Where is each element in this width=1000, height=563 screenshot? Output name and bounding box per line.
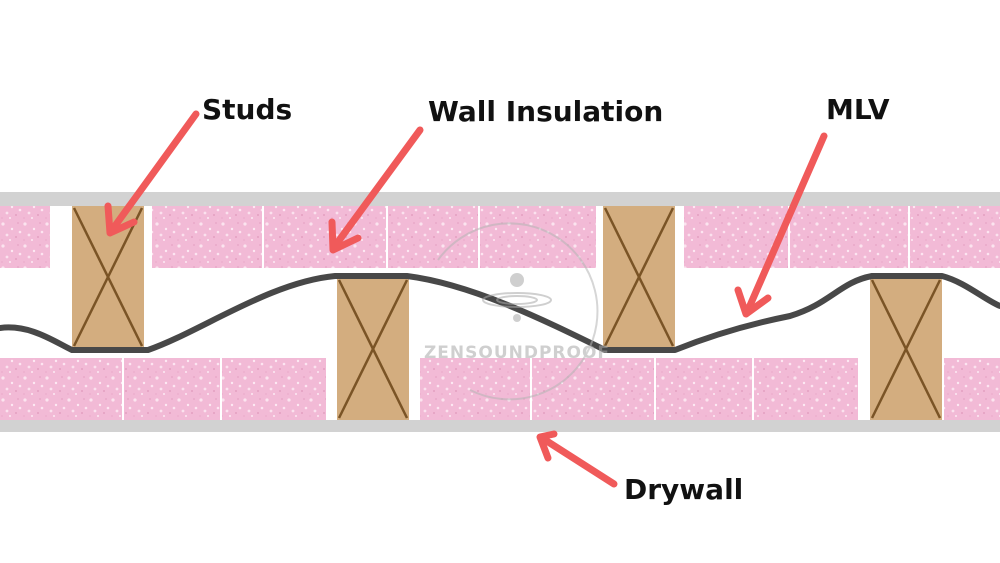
stud-bottom-2	[870, 278, 942, 420]
label-studs: Studs	[202, 93, 293, 126]
arrow-icon	[328, 126, 424, 254]
watermark-text: ZENSOUNDPROOF	[424, 343, 610, 363]
water-drop-ripple-icon	[482, 273, 552, 322]
zensoundproof-watermark: ZENSOUNDPROOF	[424, 222, 610, 401]
label-drywall: Drywall	[624, 473, 744, 506]
stud-top-1	[72, 206, 144, 348]
mlv-layer	[0, 273, 1000, 353]
drywall-bottom	[0, 420, 1000, 432]
arrow-icon	[734, 132, 828, 318]
arrow-icon	[536, 430, 618, 488]
drywall-top	[0, 192, 1000, 206]
arrow-icon	[104, 110, 200, 237]
stud-bottom-1	[337, 278, 409, 420]
insulation-bottom	[0, 358, 1000, 420]
label-mlv: MLV	[826, 93, 890, 126]
stud-top-2	[603, 206, 675, 348]
insulation-top	[0, 206, 1000, 268]
label-wall-insulation: Wall Insulation	[428, 95, 664, 128]
